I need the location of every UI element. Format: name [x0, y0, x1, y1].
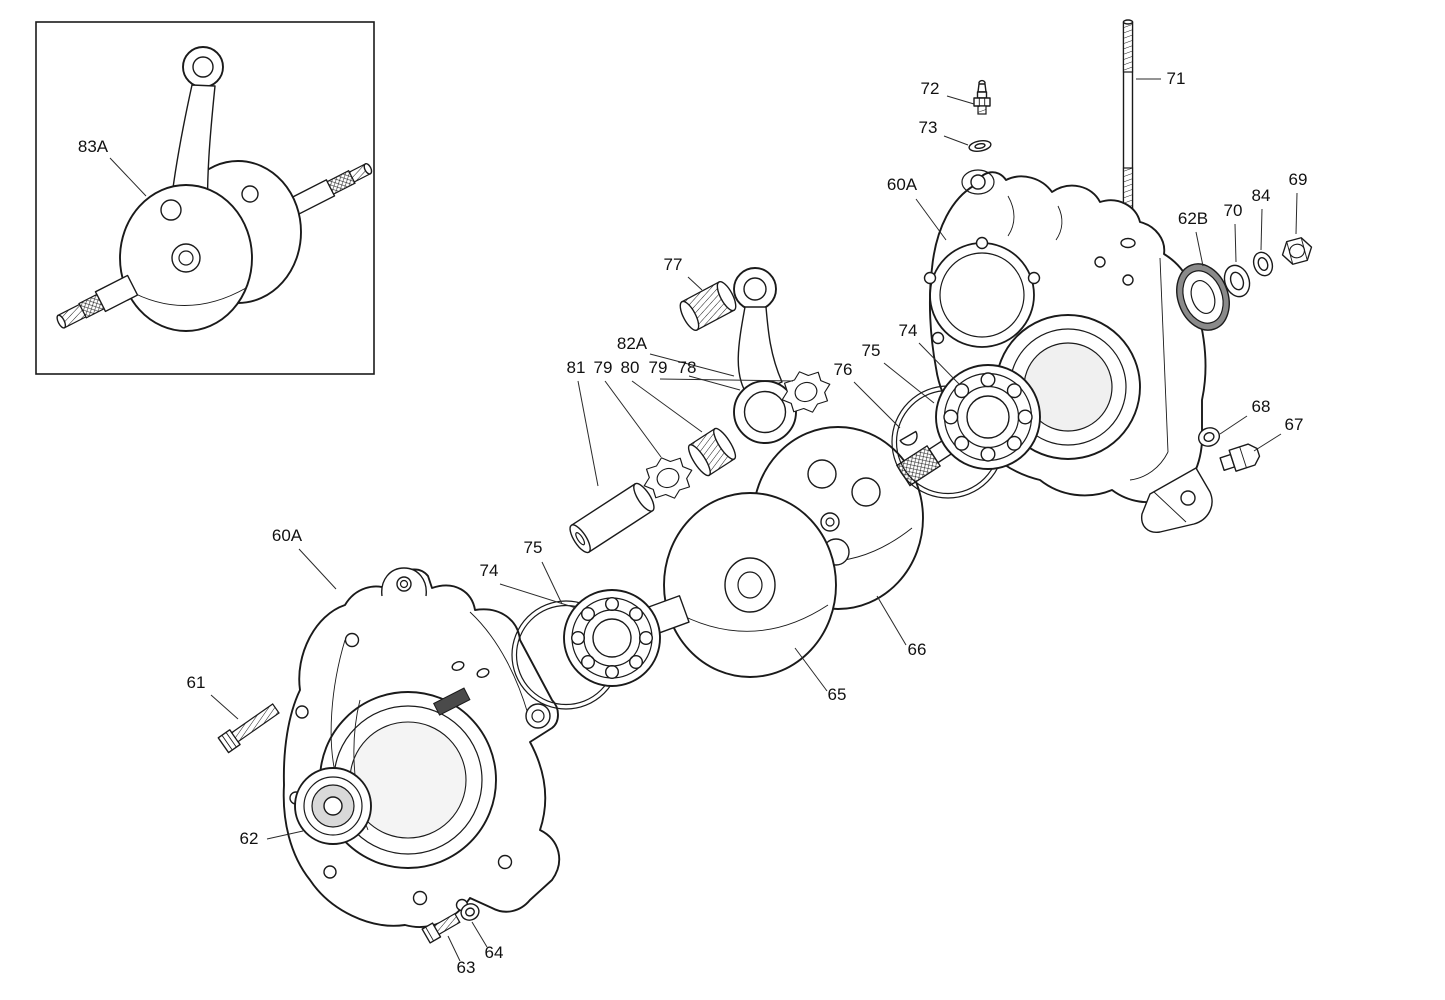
needle-bearing-77	[679, 281, 737, 331]
plug-bolt-67	[1219, 443, 1261, 472]
callout-83A: 83A	[78, 137, 109, 156]
leader-67	[1253, 433, 1282, 452]
nut-69	[1281, 237, 1313, 265]
callout-84: 84	[1252, 186, 1271, 205]
callout-71: 71	[1167, 69, 1186, 88]
washer-73	[968, 140, 992, 152]
washer-84	[1252, 251, 1274, 277]
inset-crank-left-shaft	[56, 274, 139, 329]
callout-73: 73	[919, 118, 938, 137]
callout-78: 78	[678, 358, 697, 377]
callout-76: 76	[834, 360, 853, 379]
leader-73	[943, 135, 969, 146]
callout-65: 65	[828, 685, 847, 704]
leader-79-left	[604, 380, 662, 458]
callout-74-left: 74	[480, 561, 499, 580]
oil-seal-62B	[1176, 263, 1230, 331]
leader-62	[266, 830, 304, 840]
callout-62B: 62B	[1178, 209, 1208, 228]
leader-78	[688, 375, 741, 391]
leader-65	[794, 647, 828, 692]
callout-61: 61	[187, 673, 206, 692]
leader-74-right	[918, 342, 961, 386]
leader-77	[687, 276, 703, 291]
callout-75-right: 75	[862, 341, 881, 360]
leader-60A-left	[298, 548, 337, 590]
callout-80: 80	[621, 358, 640, 377]
crankshaft-assembly	[622, 424, 978, 678]
leader-72	[946, 95, 975, 105]
leader-66	[876, 595, 907, 646]
right-crankcase-60A	[923, 169, 1213, 533]
ball-bearing-74-right	[935, 364, 1041, 470]
leader-64	[471, 921, 488, 948]
callout-63: 63	[457, 958, 476, 977]
connecting-rod-78	[733, 267, 797, 444]
callout-labels: 83A 72 73 71 60A 62B 70 84 69 77 82A 81 …	[78, 69, 1308, 977]
callout-79-left: 79	[594, 358, 613, 377]
callout-64: 64	[485, 943, 504, 962]
leader-75-left	[541, 561, 563, 605]
callout-69: 69	[1289, 170, 1308, 189]
crank-pin-81	[569, 482, 655, 554]
leader-60A-right	[915, 198, 947, 241]
washer-64	[460, 903, 480, 921]
leader-74-left	[499, 583, 577, 609]
leader-82A	[649, 353, 735, 377]
leader-75-right	[883, 362, 935, 404]
leader-79-right	[659, 378, 794, 382]
callout-70: 70	[1224, 201, 1243, 220]
leader-84	[1260, 208, 1263, 251]
ball-bearing-74-left	[563, 589, 661, 687]
leader-lines	[109, 78, 1298, 962]
leader-61	[210, 694, 239, 720]
bolt-61	[217, 703, 280, 754]
callout-68: 68	[1252, 397, 1271, 416]
callout-74-right: 74	[899, 321, 918, 340]
callout-60A-right: 60A	[887, 175, 918, 194]
woodruff-key-76	[899, 430, 918, 446]
callout-75-left: 75	[524, 538, 543, 557]
leader-81	[577, 380, 599, 487]
flywheel-65	[663, 492, 837, 678]
oil-seal-62	[294, 767, 372, 845]
washer-70	[1223, 264, 1251, 298]
dark-slot	[433, 687, 471, 716]
grease-fitting-72	[973, 79, 991, 115]
inset-crankshaft-83A	[35, 21, 375, 375]
callout-81: 81	[567, 358, 586, 377]
leader-80	[631, 380, 703, 433]
callout-62: 62	[240, 829, 259, 848]
bolt-63	[421, 912, 461, 944]
leader-76	[853, 381, 901, 429]
leader-70	[1234, 223, 1237, 263]
callout-79-right: 79	[649, 358, 668, 377]
callout-82A: 82A	[617, 334, 648, 353]
leader-69	[1295, 192, 1298, 235]
callout-72: 72	[921, 79, 940, 98]
callout-67: 67	[1285, 415, 1304, 434]
washer-68	[1197, 427, 1221, 447]
callout-66: 66	[908, 640, 927, 659]
callout-60A-left: 60A	[272, 526, 303, 545]
leader-62B	[1195, 231, 1204, 267]
left-crankcase-60A	[282, 567, 561, 928]
leader-83A	[109, 157, 147, 197]
callout-77: 77	[664, 255, 683, 274]
needle-bearing-80	[687, 427, 737, 477]
leader-68	[1219, 415, 1248, 435]
leader-63	[447, 935, 461, 962]
